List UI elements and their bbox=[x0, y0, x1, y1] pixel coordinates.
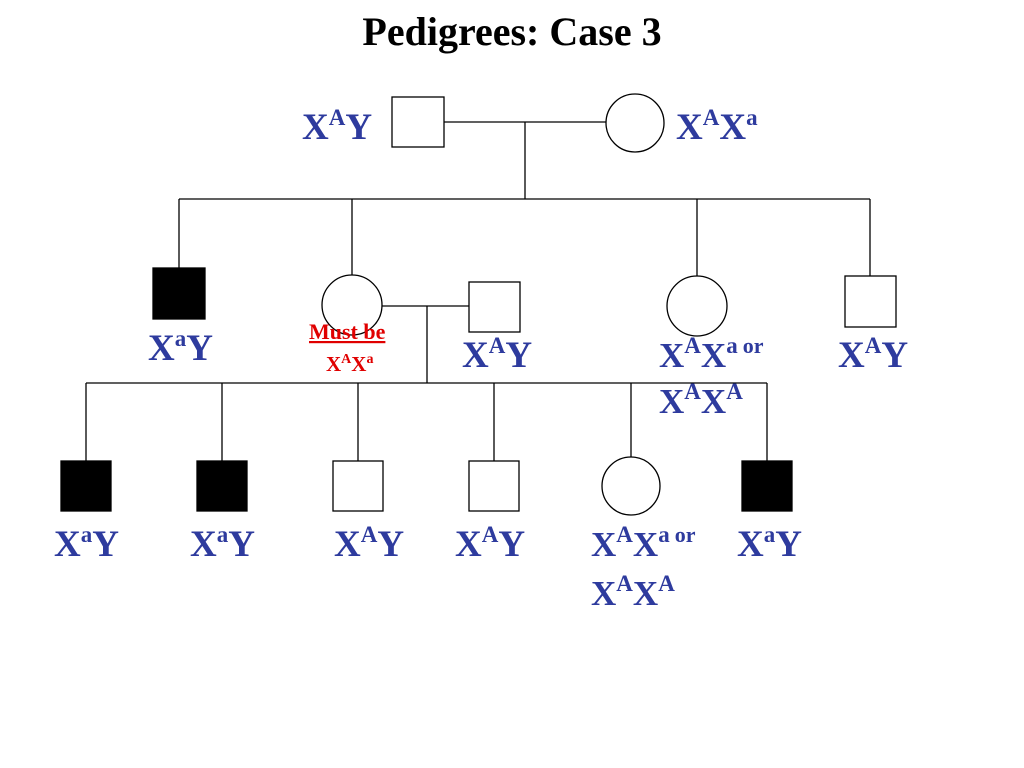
male-symbol-gen3-son-4 bbox=[468, 460, 520, 512]
pedigree-individuals bbox=[60, 93, 897, 516]
genotype-gen3-son-1: XaY bbox=[54, 522, 119, 565]
pedigree-lines bbox=[85, 121, 871, 461]
genotype-gen1-mother: XAXa bbox=[676, 105, 758, 148]
page-title: Pedigrees: Case 3 bbox=[362, 9, 662, 54]
male-symbol-gen3-son-5 bbox=[741, 460, 793, 512]
genotype-gen3-son-4: XAY bbox=[455, 522, 525, 565]
genotype-gen3-son-2: XaY bbox=[190, 522, 255, 565]
genotype-gen2-son-1: XaY bbox=[148, 326, 213, 369]
genotype-gen2-daughter-2-line2: XAXA bbox=[659, 379, 743, 421]
male-symbol-gen1-father bbox=[391, 96, 445, 148]
female-symbol-gen2-daughter-2 bbox=[666, 275, 728, 337]
genotype-gen2-son-2: XAY bbox=[838, 333, 908, 376]
genotype-gen3-son-5: XaY bbox=[737, 522, 802, 565]
female-symbol-gen1-mother bbox=[605, 93, 665, 153]
male-symbol-gen3-son-2 bbox=[196, 460, 248, 512]
female-symbol-gen2-daughter-1 bbox=[321, 274, 383, 336]
male-symbol-gen2-spouse bbox=[468, 281, 521, 333]
male-symbol-gen2-son-1 bbox=[152, 267, 206, 320]
female-symbol-gen3-daughter bbox=[601, 456, 661, 516]
note-must-be: Must be bbox=[309, 319, 386, 344]
male-symbol-gen3-son-1 bbox=[60, 460, 112, 512]
male-symbol-gen2-son-2 bbox=[844, 275, 897, 328]
genotype-gen1-father: XAY bbox=[302, 105, 372, 148]
male-symbol-gen3-son-3 bbox=[332, 460, 384, 512]
genotype-gen2-spouse: XAY bbox=[462, 333, 532, 376]
genotype-gen3-daughter-line2: XAXA bbox=[591, 571, 675, 613]
genotype-gen3-son-3: XAY bbox=[334, 522, 404, 565]
note-genotype: XAXa bbox=[326, 352, 373, 376]
